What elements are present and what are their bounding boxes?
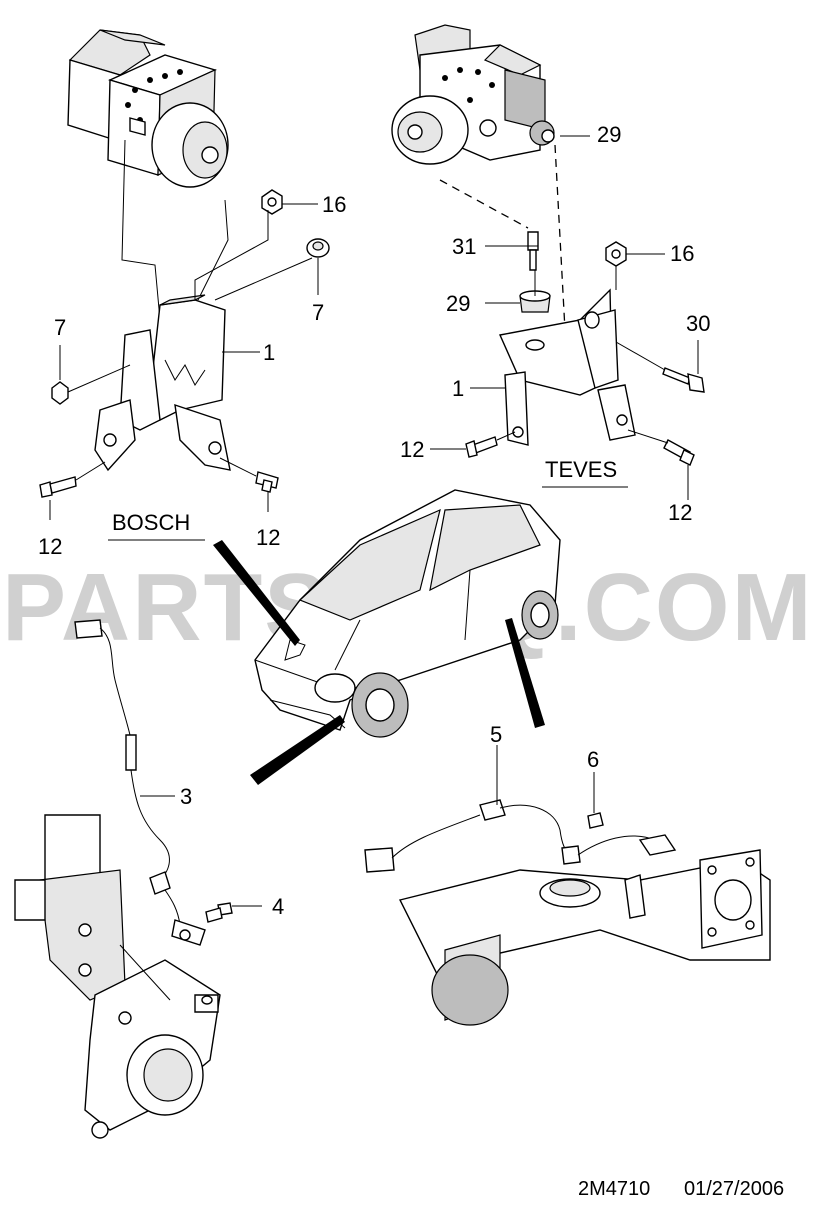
callout-bosch-12-right: 12 — [256, 525, 280, 550]
bosch-nut-16 — [261, 189, 283, 215]
teves-grommet-29-top — [529, 120, 555, 146]
bosch-abs-modulator — [67, 29, 229, 188]
bosch-nut-7-left — [51, 381, 69, 405]
callout-teves-12-right: 12 — [668, 500, 692, 525]
callout-bosch-7-left: 7 — [54, 315, 66, 340]
bosch-bolt-12-left — [39, 476, 77, 498]
callout-teves-29-top: 29 — [597, 122, 621, 147]
front-knuckle — [14, 814, 221, 1139]
teves-bolt-30 — [662, 367, 705, 393]
callout-rear-sensor-5: 5 — [490, 722, 502, 747]
diagram-date: 01/27/2006 — [684, 1178, 784, 1200]
teves-bracket — [499, 288, 636, 446]
teves-grommet-29-mid — [519, 290, 551, 313]
teves-bolt-12-right — [663, 439, 695, 466]
front-wheel-speed-sensor — [74, 619, 206, 946]
rear-wheel-speed-sensor — [364, 799, 656, 873]
rear-sensor-bolt-6 — [587, 812, 604, 829]
callout-bosch-1: 1 — [263, 340, 275, 365]
section-label-bosch: BOSCH — [112, 510, 190, 535]
front-sensor-bolt-4 — [205, 902, 233, 923]
diagram-code: 2M4710 — [578, 1178, 650, 1200]
callout-front-bolt-4: 4 — [272, 894, 284, 919]
car-illustration — [254, 489, 561, 738]
callout-bosch-7-top: 7 — [312, 300, 324, 325]
callout-teves-31: 31 — [452, 234, 476, 259]
callout-teves-1: 1 — [452, 376, 464, 401]
teves-bolt-12-left — [465, 436, 498, 458]
callout-front-sensor-3: 3 — [180, 784, 192, 809]
callout-bosch-16: 16 — [322, 192, 346, 217]
teves-stud-31 — [527, 231, 539, 271]
callout-teves-29-mid: 29 — [446, 291, 470, 316]
teves-abs-modulator — [391, 24, 546, 165]
callout-teves-30: 30 — [686, 311, 710, 336]
callout-teves-16: 16 — [670, 241, 694, 266]
callout-teves-12-left: 12 — [400, 437, 424, 462]
section-label-teves: TEVES — [545, 457, 617, 482]
teves-nut-16 — [605, 241, 627, 267]
callout-rear-bolt-6: 6 — [587, 747, 599, 772]
rear-axle — [398, 834, 771, 1026]
bosch-nut-7-top — [306, 238, 330, 258]
bosch-bolt-12-right — [255, 471, 279, 493]
bosch-bracket — [94, 294, 231, 472]
callout-bosch-12-left: 12 — [38, 534, 62, 559]
